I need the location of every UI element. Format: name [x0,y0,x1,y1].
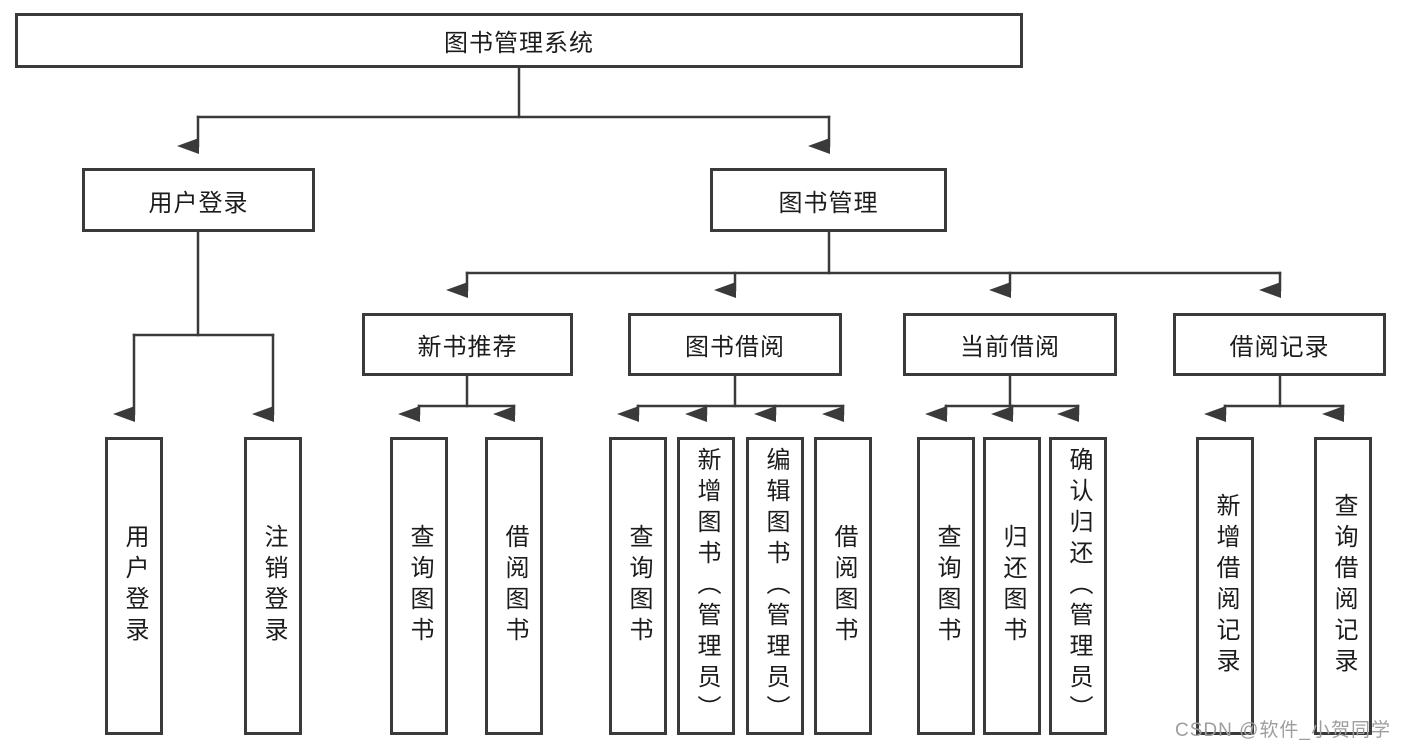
leaf-borrow-books-recommend: 借阅图书 [485,437,543,735]
node-label: 借阅记录 [1229,334,1330,361]
leaf-confirm-return-admin: 确认归还（管理员） [1049,437,1107,735]
node-label: 新书推荐 [417,334,518,361]
node-user-login: 用户登录 [82,168,315,232]
leaf-user-login: 用户登录 [105,437,163,735]
leaf-query-books-recommend: 查询图书 [390,437,448,735]
leaf-label: 注销登录 [260,524,287,648]
leaf-logout: 注销登录 [244,437,302,735]
leaf-label: 新增借阅记录 [1212,493,1239,679]
leaf-label: 借阅图书 [501,524,528,648]
leaf-label: 查询图书 [933,524,960,648]
node-borrowing-records: 借阅记录 [1173,313,1386,376]
leaf-return-books: 归还图书 [983,437,1041,735]
leaf-label: 查询图书 [406,524,433,648]
leaf-borrow-books: 借阅图书 [814,437,872,735]
leaf-add-borrow-record: 新增借阅记录 [1196,437,1254,735]
node-new-book-recommendation: 新书推荐 [362,313,573,376]
leaf-add-books-admin: 新增图书（管理员） [677,437,735,735]
csdn-watermark: CSDN @软件_小贺同学 [1175,720,1391,741]
leaf-label: 编辑图书（管理员） [762,446,789,726]
leaf-label: 借阅图书 [830,524,857,648]
node-current-borrowing: 当前借阅 [903,313,1117,376]
node-library-management-system: 图书管理系统 [15,13,1023,68]
leaf-label: 查询图书 [625,524,652,648]
leaf-label: 新增图书（管理员） [693,446,720,726]
node-book-management: 图书管理 [710,168,947,232]
node-label: 用户登录 [148,189,249,217]
node-label: 图书管理系统 [444,30,594,57]
node-label: 图书管理 [778,189,879,217]
leaf-edit-books-admin: 编辑图书（管理员） [746,437,804,735]
leaf-query-books-borrowing: 查询图书 [609,437,667,735]
leaf-label: 查询借阅记录 [1330,493,1357,679]
leaf-label: 归还图书 [999,524,1026,648]
leaf-label: 用户登录 [121,524,148,648]
node-label: 当前借阅 [960,334,1060,361]
leaf-label: 确认归还（管理员） [1065,446,1092,726]
leaf-query-borrow-record: 查询借阅记录 [1314,437,1372,735]
node-book-borrowing: 图书借阅 [628,313,842,376]
node-label: 图书借阅 [685,334,785,361]
leaf-query-books-current: 查询图书 [917,437,975,735]
